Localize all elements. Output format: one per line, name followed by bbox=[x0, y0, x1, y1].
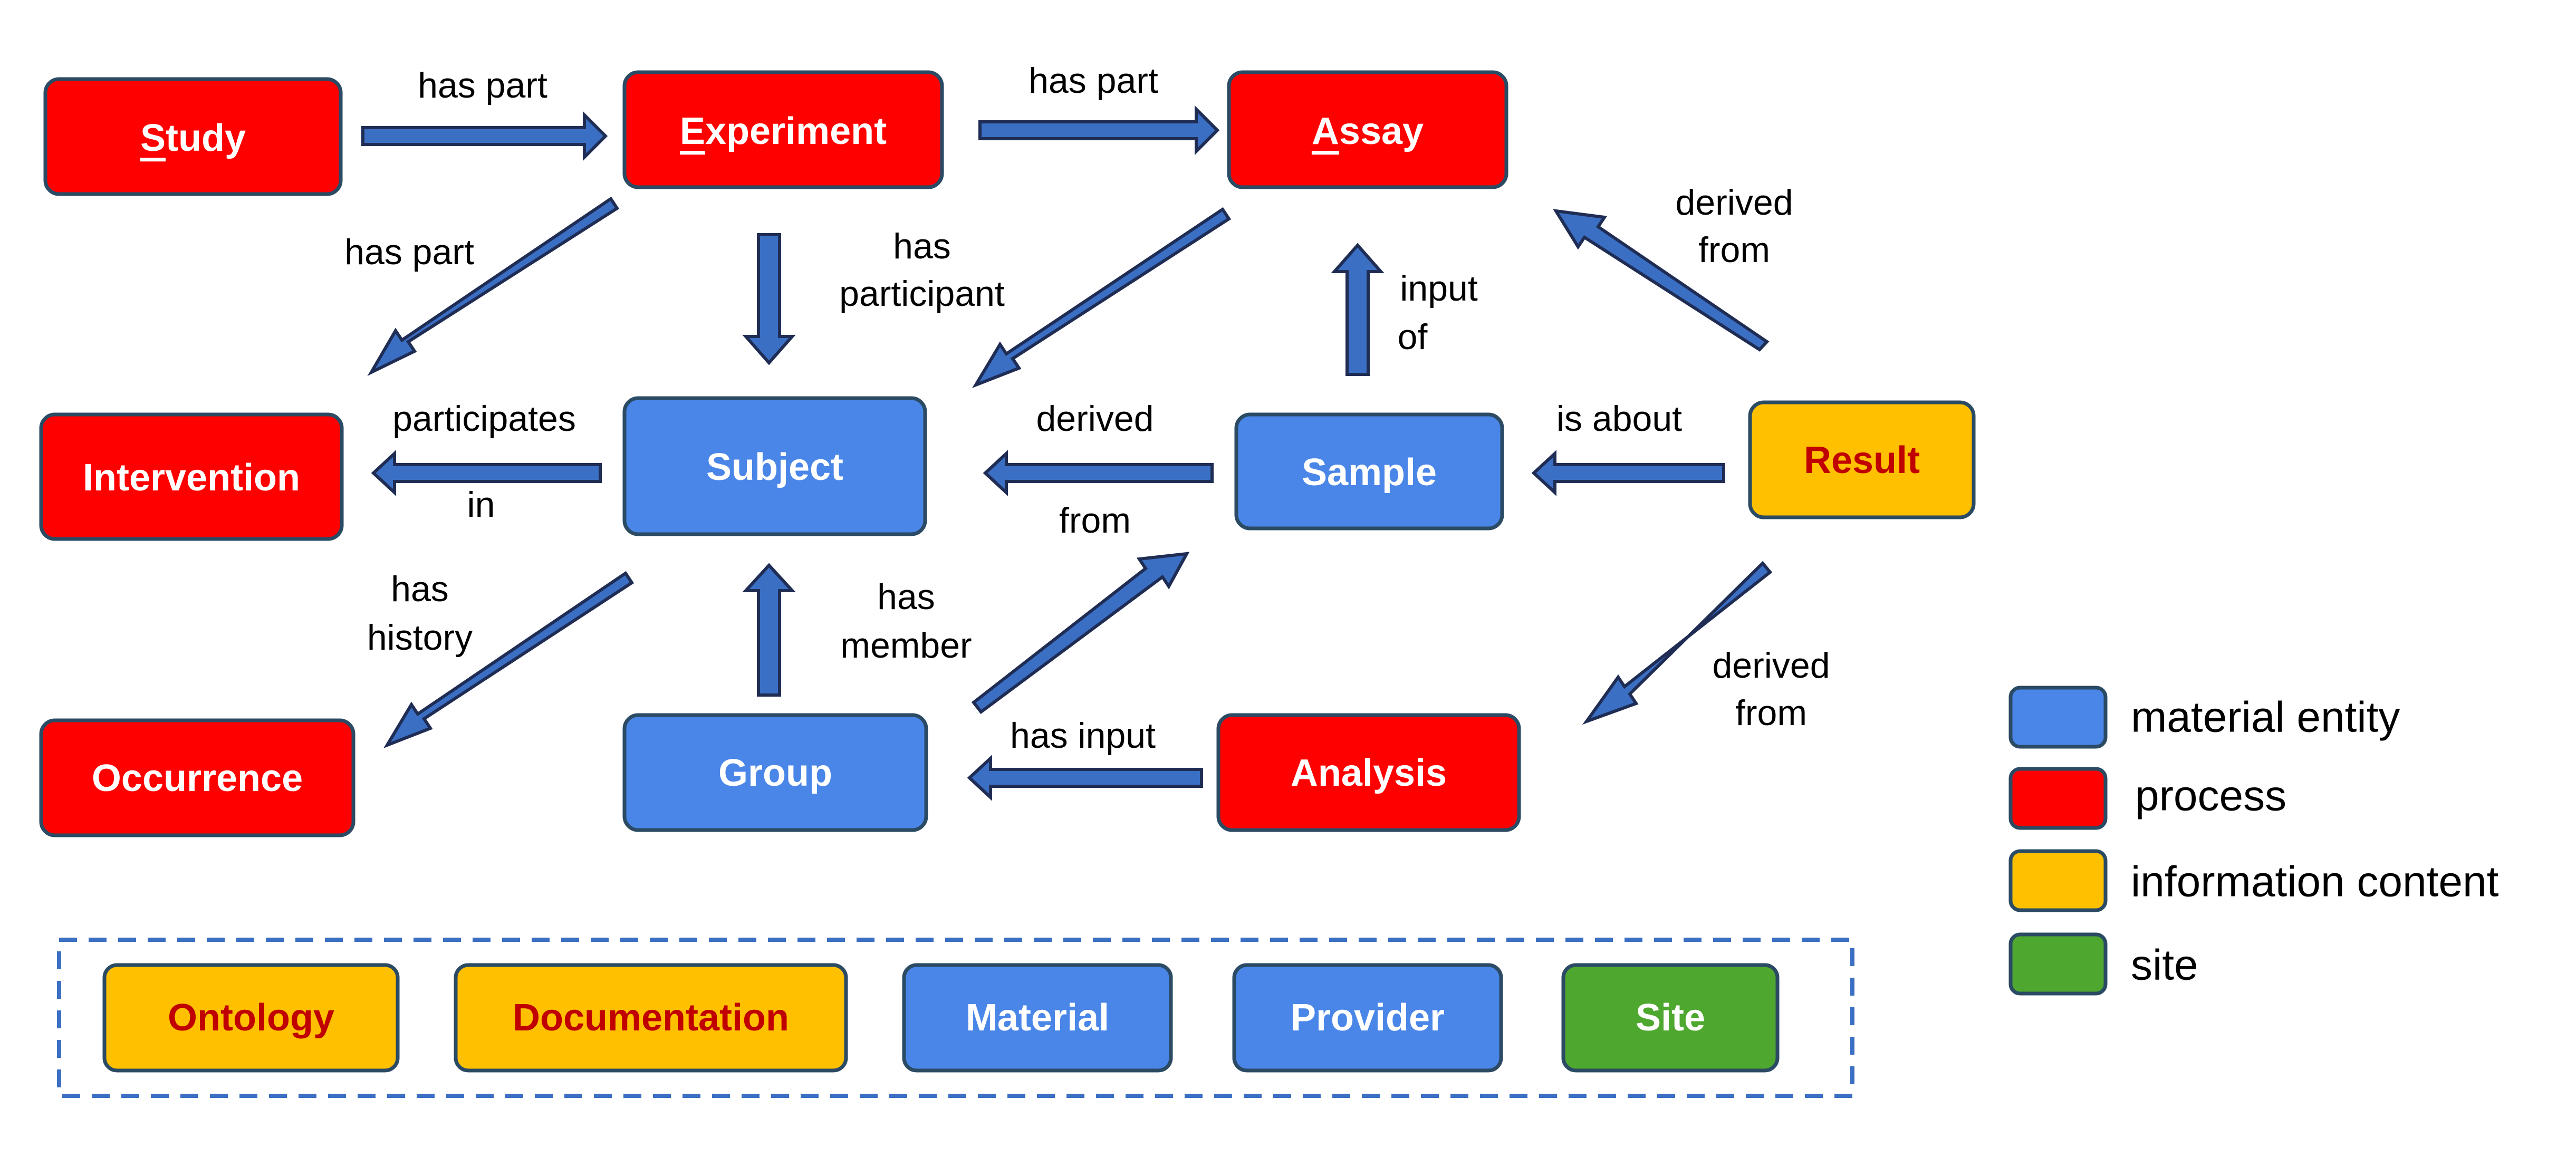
node-group[interactable]: Group bbox=[622, 713, 928, 832]
bottom-group: Ontology Documentation Material Provider… bbox=[57, 938, 1854, 1098]
node-analysis[interactable]: Analysis bbox=[1216, 713, 1521, 832]
node-subject-label: Subject bbox=[706, 446, 843, 488]
node-group-label: Group bbox=[718, 752, 832, 794]
node-subject[interactable]: Subject bbox=[622, 396, 927, 536]
arrow-assay-subject bbox=[972, 207, 1232, 388]
arrow-experiment-assay bbox=[978, 105, 1220, 156]
node-occurrence[interactable]: Occurrence bbox=[39, 718, 355, 837]
node-sample[interactable]: Sample bbox=[1234, 412, 1504, 531]
bottom-node-ontology-label: Ontology bbox=[168, 997, 334, 1039]
legend-label-information-content: information content bbox=[2131, 858, 2499, 906]
edge-label-sample-subject-line1: derived bbox=[1036, 399, 1154, 439]
node-study[interactable]: Study bbox=[43, 77, 343, 196]
node-occurrence-label: Occurrence bbox=[92, 757, 303, 799]
node-experiment-label: Experiment bbox=[680, 110, 887, 152]
node-intervention[interactable]: Intervention bbox=[39, 412, 344, 541]
edge-label-result-analysis-line2: from bbox=[1735, 693, 1807, 733]
arrow-subject-intervention bbox=[371, 450, 602, 496]
edge-label-experiment-subject-line2: participant bbox=[839, 274, 1005, 314]
edge-label-subject-occurrence-line1: has bbox=[391, 569, 449, 609]
arrow-result-assay bbox=[1553, 209, 1770, 352]
edge-label-subject-intervention-line2: in bbox=[467, 485, 495, 525]
legend-item-information-content: information content bbox=[2008, 849, 2499, 912]
bottom-group-dashed-border bbox=[57, 938, 1854, 1098]
bottom-node-provider-label: Provider bbox=[1291, 997, 1445, 1039]
arrow-sample-subject bbox=[983, 450, 1214, 496]
node-study-label: Study bbox=[140, 117, 246, 159]
node-sample-label: Sample bbox=[1302, 451, 1437, 494]
arrow-group-subject bbox=[742, 563, 796, 697]
bottom-node-material[interactable]: Material bbox=[902, 963, 1173, 1073]
bottom-node-ontology[interactable]: Ontology bbox=[102, 963, 400, 1073]
edge-label-sample-assay-line2: of bbox=[1398, 317, 1428, 357]
legend-swatch-process bbox=[2008, 767, 2108, 830]
arrow-analysis-group bbox=[967, 755, 1203, 801]
node-assay[interactable]: Assay bbox=[1227, 70, 1508, 189]
edge-label-study-experiment: has part bbox=[418, 65, 547, 105]
arrow-sample-assay bbox=[1331, 243, 1385, 376]
legend-item-material-entity: material entity bbox=[2008, 686, 2400, 749]
node-intervention-label: Intervention bbox=[83, 457, 300, 499]
node-experiment[interactable]: Experiment bbox=[622, 70, 944, 189]
arrow-result-sample bbox=[1531, 450, 1725, 496]
arrow-experiment-subject bbox=[742, 233, 796, 365]
legend-label-material-entity: material entity bbox=[2131, 693, 2400, 741]
arrows-layer bbox=[361, 105, 1773, 801]
arrow-result-analysis bbox=[1582, 561, 1773, 725]
arrow-experiment-intervention bbox=[367, 196, 620, 377]
edge-label-experiment-intervention: has part bbox=[344, 232, 474, 272]
bottom-node-provider[interactable]: Provider bbox=[1232, 963, 1503, 1073]
bottom-node-material-label: Material bbox=[966, 997, 1109, 1039]
bottom-node-site-label: Site bbox=[1636, 997, 1705, 1039]
node-analysis-label: Analysis bbox=[1291, 752, 1447, 794]
nodes-layer: Study Experiment Assay Intervention Subj… bbox=[39, 70, 1976, 837]
arrow-group-sample bbox=[971, 552, 1190, 715]
bottom-node-documentation-label: Documentation bbox=[513, 997, 789, 1039]
edge-label-experiment-subject-line1: has bbox=[893, 226, 951, 266]
edge-label-result-sample: is about bbox=[1556, 399, 1682, 439]
legend-label-site: site bbox=[2131, 941, 2198, 989]
arrow-subject-occurrence bbox=[383, 571, 635, 748]
edge-label-group-subject-line2: member bbox=[840, 625, 972, 666]
bottom-node-documentation[interactable]: Documentation bbox=[454, 963, 848, 1073]
legend-swatch-site bbox=[2008, 932, 2108, 996]
node-result-label: Result bbox=[1804, 439, 1920, 481]
edge-label-result-analysis-line1: derived bbox=[1712, 645, 1830, 686]
bottom-node-site[interactable]: Site bbox=[1561, 963, 1780, 1073]
edge-label-sample-assay-line1: input bbox=[1400, 268, 1478, 308]
edge-label-subject-occurrence-line2: history bbox=[367, 618, 473, 658]
legend-swatch-material-entity bbox=[2008, 686, 2108, 749]
edge-label-sample-subject-line2: from bbox=[1059, 500, 1131, 541]
edge-label-analysis-group: has input bbox=[1010, 716, 1156, 756]
arrow-study-experiment bbox=[361, 111, 608, 161]
legend: material entity process information cont… bbox=[2008, 686, 2499, 996]
legend-swatch-information-content bbox=[2008, 849, 2108, 912]
edge-label-subject-intervention-line1: participates bbox=[392, 399, 576, 439]
edge-label-result-assay-line1: derived bbox=[1675, 182, 1793, 223]
edge-labels-layer: has part has part has part has participa… bbox=[344, 61, 1830, 756]
legend-label-process: process bbox=[2135, 772, 2286, 820]
legend-item-process: process bbox=[2008, 767, 2286, 830]
edge-label-group-subject-line1: has bbox=[877, 577, 935, 617]
node-assay-label: Assay bbox=[1312, 110, 1424, 152]
edge-label-result-assay-line2: from bbox=[1698, 230, 1770, 270]
legend-item-site: site bbox=[2008, 932, 2198, 996]
node-result[interactable]: Result bbox=[1748, 400, 1976, 519]
edge-label-experiment-assay: has part bbox=[1029, 61, 1158, 101]
